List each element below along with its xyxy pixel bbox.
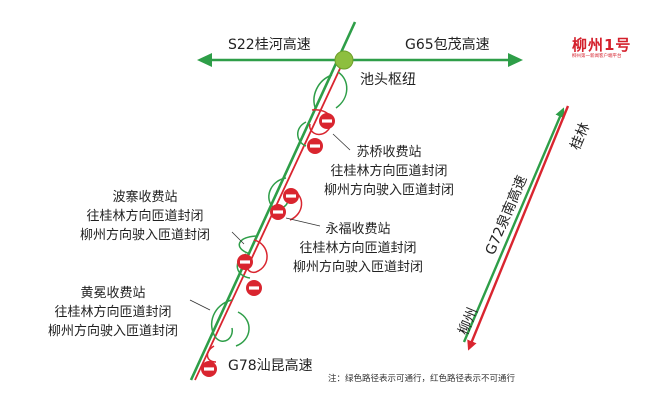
guilin-direction-arrow [462, 107, 565, 343]
station-yongfu: 永福收费站 往桂林方向匝道封闭 柳州方向驶入匝道封闭 [283, 220, 433, 277]
no-entry-icon [201, 361, 217, 377]
junction-node-icon [334, 50, 354, 70]
station-name: 苏桥收费站 [356, 145, 422, 160]
station-bozhai: 波寨收费站 往桂林方向匝道封闭 柳州方向驶入匝道封闭 [70, 188, 220, 245]
station-name: 黄冕收费站 [80, 286, 146, 301]
station-closure-line2: 柳州方向驶入匝道封闭 [292, 260, 423, 275]
s22-road-label: S22桂河高速 [228, 37, 311, 53]
g72-main-green [189, 21, 357, 381]
station-closure-line1: 往桂林方向匝道封闭 [299, 241, 417, 256]
no-entry-icon [307, 138, 323, 154]
no-entry-icon [246, 280, 262, 296]
leader-lines [189, 133, 351, 311]
station-name: 波寨收费站 [112, 190, 178, 205]
liuzhou1-logo: 柳州1号 柳州第一新闻客户端平台 [572, 36, 640, 66]
g65-road-label: G65包茂高速 [405, 37, 490, 53]
no-entry-icon [319, 113, 335, 129]
no-entry-icon [283, 188, 299, 204]
station-closure-line1: 往桂林方向匝道封闭 [330, 164, 448, 179]
no-entry-icon [270, 204, 286, 220]
station-closure-line2: 柳州方向驶入匝道封闭 [47, 324, 178, 339]
station-huangmian: 黄冕收费站 往桂林方向匝道封闭 柳州方向驶入匝道封闭 [38, 284, 188, 341]
g65-arrow-icon [508, 53, 523, 67]
station-closure-line2: 柳州方向驶入匝道封闭 [323, 183, 454, 198]
legend-note: 注：绿色路径表示可通行，红色路径表示不可通行 [328, 374, 516, 384]
station-closure-line1: 往桂林方向匝道封闭 [54, 305, 172, 320]
logo-text: 柳州1号 [572, 36, 632, 54]
liuzhou-direction-arrow [467, 105, 570, 351]
station-closure-line1: 往桂林方向匝道封闭 [86, 209, 204, 224]
junction-label: 池头枢纽 [360, 72, 416, 88]
station-suqiao: 苏桥收费站 往桂林方向匝道封闭 柳州方向驶入匝道封闭 [314, 143, 464, 200]
s22-arrow-icon [197, 53, 212, 67]
g72-main-red [194, 59, 345, 381]
no-entry-icon [237, 254, 253, 270]
logo-subtext: 柳州第一新闻客户端平台 [572, 54, 622, 59]
closures [201, 113, 335, 377]
g78-road-label: G78汕昆高速 [228, 358, 313, 374]
station-closure-line2: 柳州方向驶入匝道封闭 [79, 228, 210, 243]
station-name: 永福收费站 [325, 222, 391, 237]
